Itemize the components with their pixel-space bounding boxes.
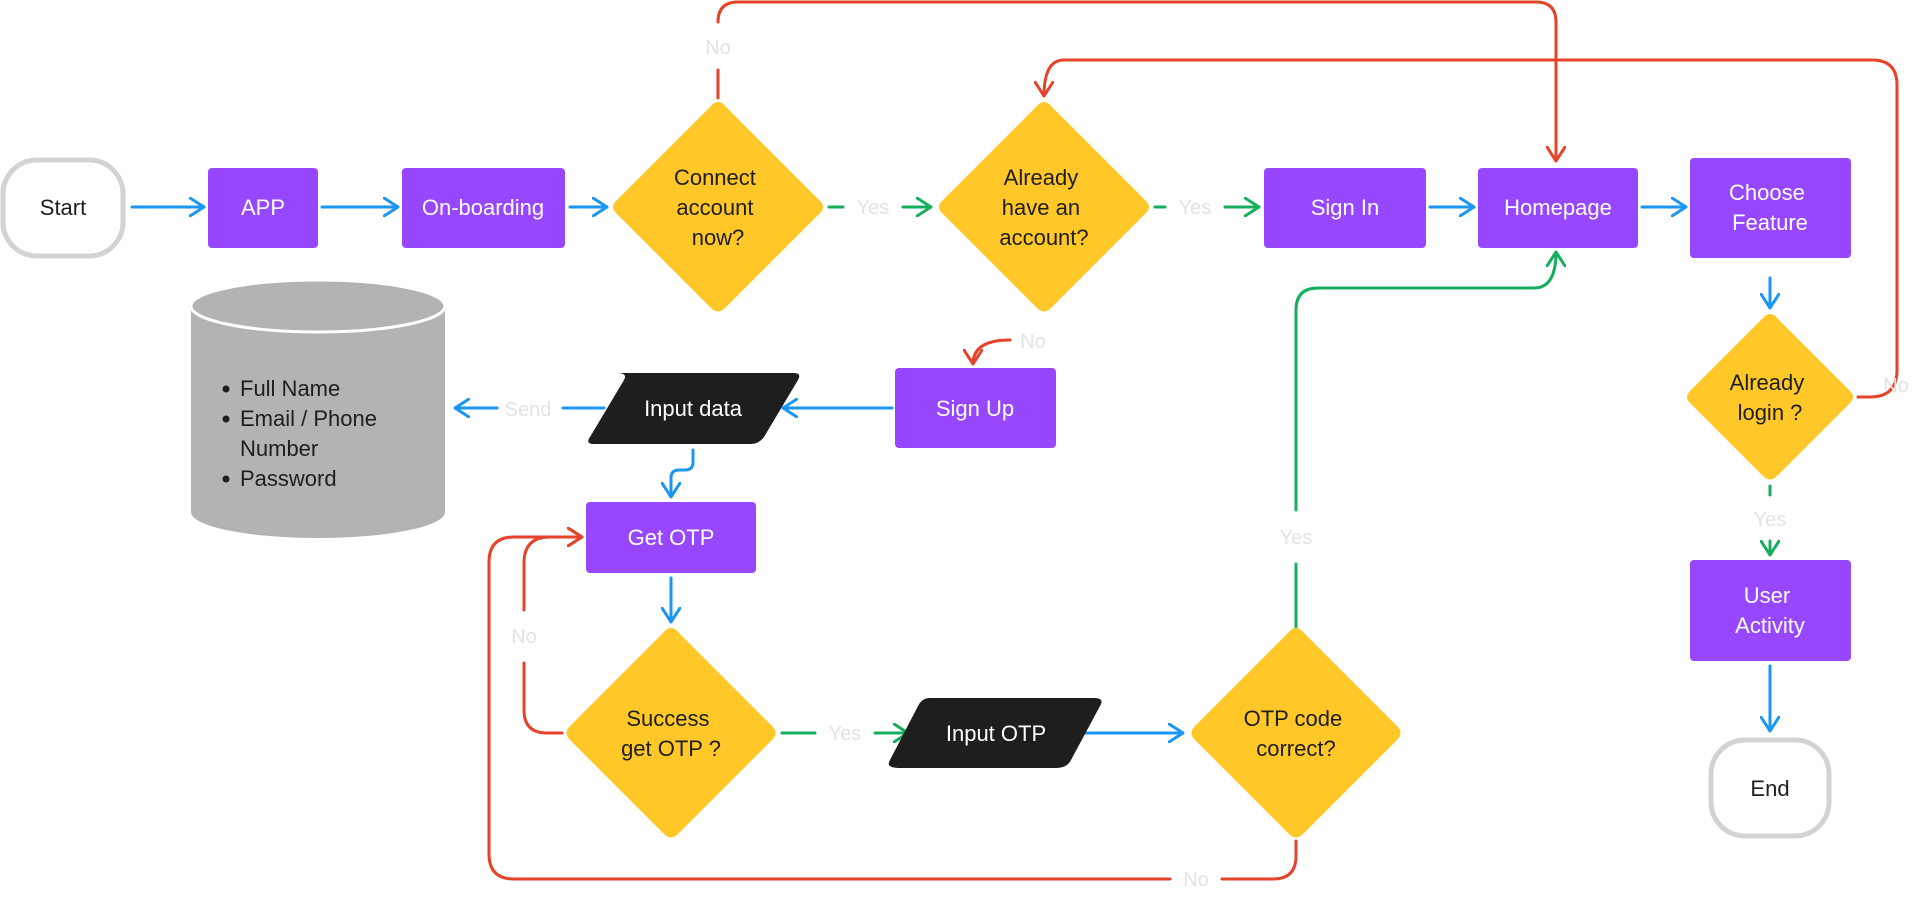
user-activity-line1: User xyxy=(1744,583,1790,608)
already-login-line2: login ? xyxy=(1738,400,1803,425)
label-already-yes: Yes xyxy=(1179,197,1212,219)
svg-text:OTP code correct?: OTP code correct? xyxy=(1244,706,1349,761)
svg-text:Connect account: Connect account now? xyxy=(674,165,762,250)
start-node[interactable]: Start xyxy=(0,157,126,259)
input-otp-node[interactable]: Input OTP xyxy=(888,698,1102,768)
edge-otp-no-2 xyxy=(487,537,1172,881)
svg-text:Already have an: Already have an account? xyxy=(999,165,1088,250)
edge-success-no-1 xyxy=(522,661,564,735)
connect-label-line3: now? xyxy=(692,225,745,250)
bullet-icon xyxy=(222,475,230,483)
input-data-label: Input data xyxy=(644,396,743,421)
homepage-label: Homepage xyxy=(1504,195,1612,220)
connect-label-line2: account xyxy=(676,195,753,220)
svg-text:Success get OTP ?: Success get OTP ? xyxy=(621,706,721,761)
get-otp-node[interactable]: Get OTP xyxy=(586,502,756,573)
already-login-line1: Already xyxy=(1730,370,1805,395)
bullet-icon xyxy=(222,385,230,393)
end-node[interactable]: End xyxy=(1708,737,1832,839)
already-login-decision[interactable]: Already login ? xyxy=(1687,314,1853,480)
otp-correct-line1: OTP code xyxy=(1244,706,1343,731)
svg-text:Already login ?: Already login ? xyxy=(1730,370,1811,425)
label-otp-yes: Yes xyxy=(1280,527,1313,549)
user-activity-line2: Activity xyxy=(1735,613,1805,638)
edge-login-no xyxy=(1044,58,1899,399)
label-connect-no: No xyxy=(705,37,731,59)
svg-text:Choose Feature: Choose Feature xyxy=(1729,180,1811,235)
svg-text:User Activity: User Activity xyxy=(1735,583,1805,638)
already-account-decision[interactable]: Already have an account? xyxy=(939,102,1149,312)
edge-success-no-2 xyxy=(522,537,584,612)
success-otp-line1: Success xyxy=(626,706,709,731)
app-node[interactable]: APP xyxy=(208,168,318,248)
database-node: Full Name Email / Phone Number Password xyxy=(189,278,447,538)
edge-connect-no-2 xyxy=(716,0,1556,163)
sign-up-node[interactable]: Sign Up xyxy=(895,368,1056,448)
label-login-yes: Yes xyxy=(1754,509,1787,531)
label-already-no: No xyxy=(1020,331,1046,353)
start-label: Start xyxy=(40,195,86,220)
already-label-line1: Already xyxy=(1004,165,1079,190)
success-otp-decision[interactable]: Success get OTP ? xyxy=(566,628,776,838)
label-success-no: No xyxy=(511,626,537,648)
choose-feature-node[interactable]: Choose Feature xyxy=(1690,158,1851,258)
edge-otp-yes-2 xyxy=(1294,250,1556,512)
onboarding-node[interactable]: On-boarding xyxy=(402,168,565,248)
user-activity-node[interactable]: User Activity xyxy=(1690,560,1851,661)
connect-label-line1: Connect xyxy=(674,165,756,190)
homepage-node[interactable]: Homepage xyxy=(1478,168,1638,248)
choose-feature-line2: Feature xyxy=(1732,210,1808,235)
get-otp-label: Get OTP xyxy=(628,525,715,550)
bullet-icon xyxy=(222,415,230,423)
choose-feature-line1: Choose xyxy=(1729,180,1805,205)
database-item-password: Password xyxy=(240,466,337,491)
sign-in-label: Sign In xyxy=(1311,195,1380,220)
already-label-line2: have an xyxy=(1002,195,1080,220)
app-label: APP xyxy=(241,195,285,220)
database-fields-list: Full Name Email / Phone Number Password xyxy=(222,376,377,491)
sign-in-node[interactable]: Sign In xyxy=(1264,168,1426,248)
label-otp-no: No xyxy=(1183,869,1209,891)
edge-otp-no-1 xyxy=(1220,839,1298,881)
database-item-email: Email / Phone xyxy=(240,406,377,431)
label-login-no: No xyxy=(1883,375,1909,397)
otp-correct-line2: correct? xyxy=(1256,736,1335,761)
already-label-line3: account? xyxy=(999,225,1088,250)
database-item-fullname: Full Name xyxy=(240,376,340,401)
success-otp-line2: get OTP ? xyxy=(621,736,721,761)
connect-account-decision[interactable]: Connect account now? xyxy=(613,102,823,312)
database-item-email-cont: Number xyxy=(240,436,318,461)
input-otp-label: Input OTP xyxy=(946,721,1046,746)
label-success-yes: Yes xyxy=(829,723,862,745)
edge-already-no xyxy=(973,338,1012,366)
otp-correct-decision[interactable]: OTP code correct? xyxy=(1191,628,1401,838)
onboarding-label: On-boarding xyxy=(422,195,544,220)
sign-up-label: Sign Up xyxy=(936,396,1014,421)
label-send: Send xyxy=(505,399,552,421)
end-label: End xyxy=(1750,776,1789,801)
edge-inputdata-getotp xyxy=(671,448,695,499)
input-data-node[interactable]: Input data xyxy=(588,373,800,444)
label-connect-yes: Yes xyxy=(857,197,890,219)
